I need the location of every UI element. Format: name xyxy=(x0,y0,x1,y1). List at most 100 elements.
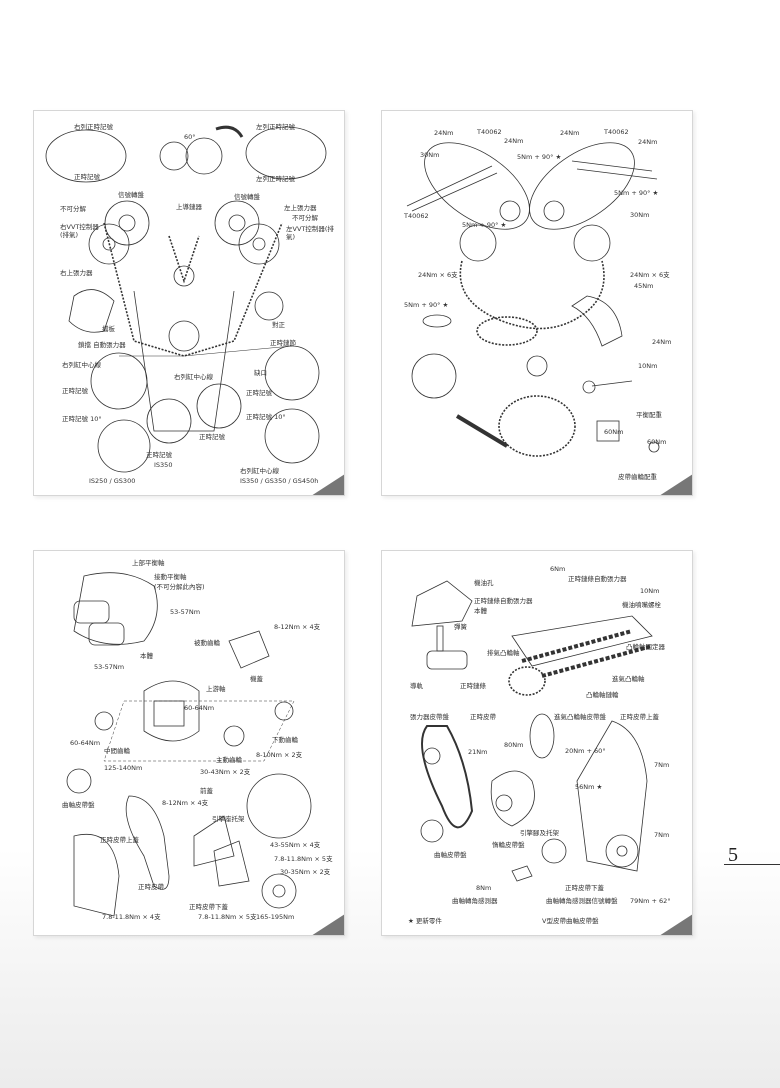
part-label: 排氣凸輪軸 xyxy=(487,649,520,657)
part-label: 主動齒輪 xyxy=(216,756,242,764)
part-label: 導軌 xyxy=(410,682,423,690)
part-label: 本體 xyxy=(140,652,153,660)
part-label: 進氣凸輪軸皮帶盤 xyxy=(554,713,606,721)
part-label: 機蓋 xyxy=(250,675,263,683)
balancer-belt-diagram xyxy=(66,572,312,917)
part-label: 機油孔 xyxy=(474,579,494,587)
torque-label: 7.8-11.8Nm × 5支 xyxy=(274,855,333,863)
torque-label: 80Nm xyxy=(504,741,524,749)
callout-label: 60° xyxy=(184,133,196,141)
tool-label: T40062 xyxy=(404,212,429,220)
part-label: 本體 xyxy=(474,607,487,615)
callout-label: 右VVT控制器(排氣) xyxy=(60,223,99,239)
legend-note: ★ 更新零件 xyxy=(408,917,442,925)
callout-label: 正時記號 xyxy=(62,387,88,395)
torque-label: 8-12Nm × 4支 xyxy=(162,799,209,807)
part-label: 正時鏈條自動張力器 xyxy=(474,597,533,605)
torque-label: 5Nm + 90° ★ xyxy=(404,301,449,309)
callout-label: 正時記號 xyxy=(246,389,272,397)
torque-label: 7.8-11.8Nm × 4支 xyxy=(102,913,161,921)
part-label: 正時皮帶 xyxy=(138,883,164,891)
panel-v6-chain-torque: 24Nm T40062 24Nm 30Nm 5Nm + 90° ★ T40062… xyxy=(381,110,693,496)
callout-label: 正時記號 10° xyxy=(62,415,102,423)
callout-label: 右列缸中心線 xyxy=(174,373,213,381)
torque-label: 24Nm × 6支 xyxy=(630,271,670,279)
part-label: 正時皮帶上蓋 xyxy=(620,713,659,721)
panel-camshaft-timing-belt: 6Nm 正時鏈條自動張力器 機油孔 正時鏈條自動張力器 本體 10Nm 機油噴嘴… xyxy=(381,550,693,936)
callout-label: 不可分解 xyxy=(292,214,318,222)
torque-label: 43-55Nm × 4支 xyxy=(270,841,321,849)
part-label: 正時鏈條 xyxy=(460,682,486,690)
part-label: 曲軸皮帶盤 xyxy=(434,851,467,859)
callout-label: 信號轉盤 xyxy=(118,191,144,199)
part-label: 上部平衡軸 xyxy=(132,559,165,567)
callout-label: 信號轉盤 xyxy=(234,193,260,201)
torque-label: 7.8-11.8Nm × 5支 xyxy=(198,913,257,921)
torque-label: 30-35Nm × 2支 xyxy=(280,868,331,876)
tool-label: T40062 xyxy=(477,128,502,136)
part-label: 平衡配重 xyxy=(636,411,662,419)
part-label: 前蓋 xyxy=(200,787,213,795)
torque-label: 7Nm xyxy=(654,761,670,769)
callout-label: 正時記號 xyxy=(146,451,172,459)
torque-label: 24Nm xyxy=(504,137,524,145)
torque-label: 24Nm xyxy=(434,129,454,137)
tool-label: T40062 xyxy=(604,128,629,136)
torque-label: 24Nm xyxy=(638,138,658,146)
torque-label: 24Nm × 6支 xyxy=(418,271,458,279)
torque-label: 60-64Nm xyxy=(70,739,101,747)
torque-label: 30Nm xyxy=(630,211,650,219)
part-label: 機油噴嘴螺栓 xyxy=(622,601,661,609)
callout-label: 缺口 xyxy=(254,369,267,377)
callout-label: 右列缸中心線 xyxy=(62,361,101,369)
torque-label: 53-57Nm xyxy=(94,663,125,671)
part-label: 惰輪皮帶盤 xyxy=(492,841,525,849)
part-label: 曲軸皮帶盤 xyxy=(62,801,95,809)
torque-label: 56Nm ★ xyxy=(575,783,603,791)
callout-label: 正時記號 xyxy=(199,433,225,441)
torque-label: 45Nm xyxy=(634,282,654,290)
page-number: 5 xyxy=(728,844,738,866)
torque-label: 20Nm + 60° xyxy=(565,747,606,755)
torque-label: 79Nm + 62° xyxy=(630,897,671,905)
part-label: 凸輪軸鏈輪 xyxy=(586,691,619,699)
part-label: 引擎腳及托架 xyxy=(520,829,559,837)
panel-balancer-timing-belt: 上部平衡軸 接動平衡軸 (不可分解此內容) 53-57Nm 8-12Nm × 4… xyxy=(33,550,345,936)
callout-label: 左列正時記號 xyxy=(256,123,295,131)
callout-label: 左列正時記號 xyxy=(256,175,295,183)
torque-label: 24Nm xyxy=(560,129,580,137)
part-label: 凸輪軸固定器 xyxy=(626,643,665,651)
page-curl xyxy=(311,914,344,935)
part-label: 正時鏈條自動張力器 xyxy=(568,575,627,583)
part-label: 曲軸轉角感測器 xyxy=(452,897,498,905)
part-label: 引擎座托架 xyxy=(212,815,245,823)
torque-label: 10Nm xyxy=(638,362,658,370)
part-label: 被動齒輪 xyxy=(194,639,220,647)
callout-label: 鎖擋 自動張力器 xyxy=(78,341,126,349)
torque-label: 60Nm xyxy=(604,428,624,436)
part-label: 彈簧 xyxy=(454,623,467,631)
torque-label: 8-10Nm × 2支 xyxy=(256,751,303,759)
v6-timing-chain-diagram xyxy=(45,125,327,473)
callout-label: 正時記號 10° xyxy=(246,413,286,421)
chain-torque-diagram xyxy=(406,142,660,457)
torque-label: 30-43Nm × 2支 xyxy=(200,768,251,776)
torque-label: 10Nm xyxy=(640,587,660,595)
torque-label: 8Nm xyxy=(476,884,492,892)
torque-label: 30Nm xyxy=(420,151,440,159)
part-label: 上游軸 xyxy=(206,685,226,693)
panel-v6-timing-chain: 右列正時記號 60° 左列正時記號 正時記號 左列正時記號 信號轉盤 信號轉盤 … xyxy=(33,110,345,496)
torque-label: 5Nm + 90° ★ xyxy=(462,221,507,229)
torque-label: 6Nm xyxy=(550,565,566,573)
part-label: 中間齒輪 xyxy=(104,747,130,755)
callout-label: IS350 / GS350 / GS450h xyxy=(240,477,319,485)
part-label: V型皮帶曲軸皮帶盤 xyxy=(542,917,599,925)
part-label: 正時皮帶下蓋 xyxy=(565,884,604,892)
part-label: 皮帶齒輪配重 xyxy=(618,473,657,481)
callout-label: 右列正時記號 xyxy=(74,123,113,131)
torque-label: 21Nm xyxy=(468,748,488,756)
callout-label: IS350 xyxy=(154,461,173,469)
part-label: 進氣凸輪軸 xyxy=(612,675,645,683)
torque-label: 60-64Nm xyxy=(184,704,215,712)
page-curl xyxy=(311,474,344,495)
